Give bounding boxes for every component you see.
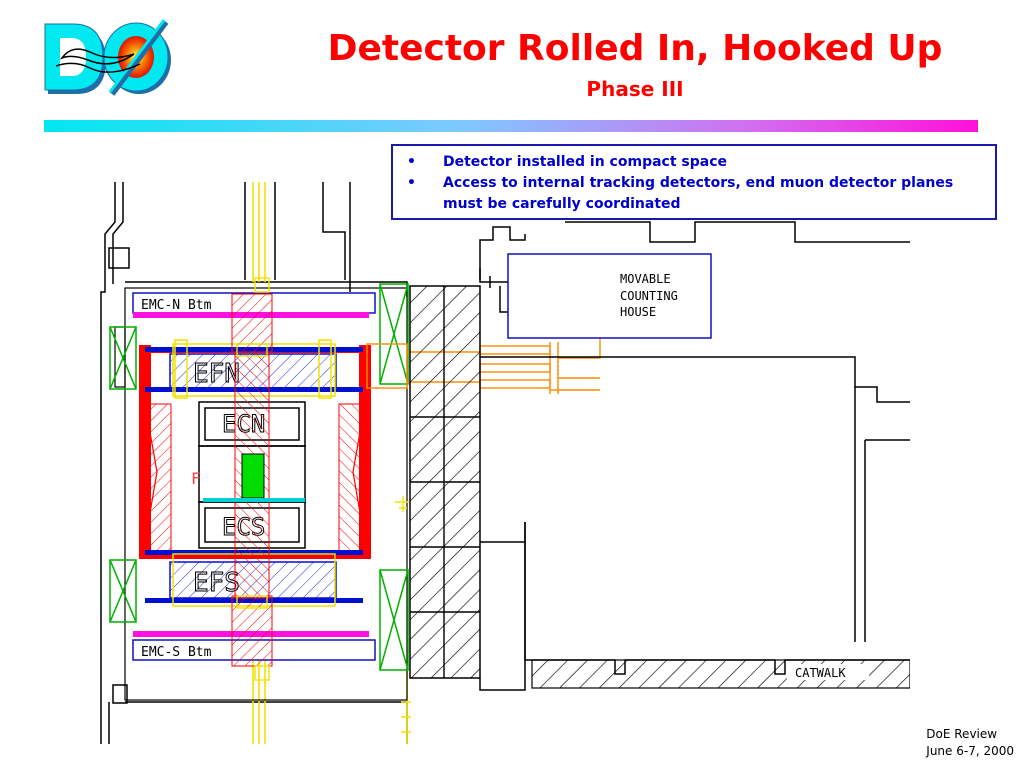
bullet-marker: • [407, 154, 416, 170]
footer-date: June 6-7, 2000 [926, 744, 1014, 758]
page-subtitle: Phase III [586, 77, 684, 101]
d0-logo [44, 19, 171, 96]
bullet-callout: • Detector installed in compact space • … [391, 144, 997, 220]
bullet-marker: • [407, 175, 416, 191]
bullet-text: Detector installed in compact space [443, 154, 727, 170]
house-label-3: HOUSE [620, 305, 656, 319]
emc-n-label: EMC-N Btm [141, 298, 212, 313]
detector-drawing: EMC-N Btm EMC-S Btm EFN EFS [100, 182, 910, 744]
bullet-item: • Access to internal tracking detectors,… [405, 173, 981, 215]
footer: DoE Review June 6-7, 2000 [926, 726, 1014, 760]
house-label-2: COUNTING [620, 289, 678, 303]
bullet-item: • Detector installed in compact space [405, 152, 981, 173]
efs-label: EFS [193, 568, 240, 598]
footer-event: DoE Review [926, 727, 998, 741]
gradient-divider [44, 120, 978, 132]
efn-label: EFN [193, 359, 240, 389]
page-title: Detector Rolled In, Hooked Up [327, 28, 943, 69]
bullet-text: Access to internal tracking detectors, e… [443, 175, 954, 212]
bullet-list: • Detector installed in compact space • … [405, 152, 981, 215]
inner-mark-label: F [191, 469, 201, 488]
catwalk-label: CATWALK [795, 666, 846, 680]
house-label-1: MOVABLE [620, 272, 671, 286]
emc-s-label: EMC-S Btm [141, 645, 212, 660]
